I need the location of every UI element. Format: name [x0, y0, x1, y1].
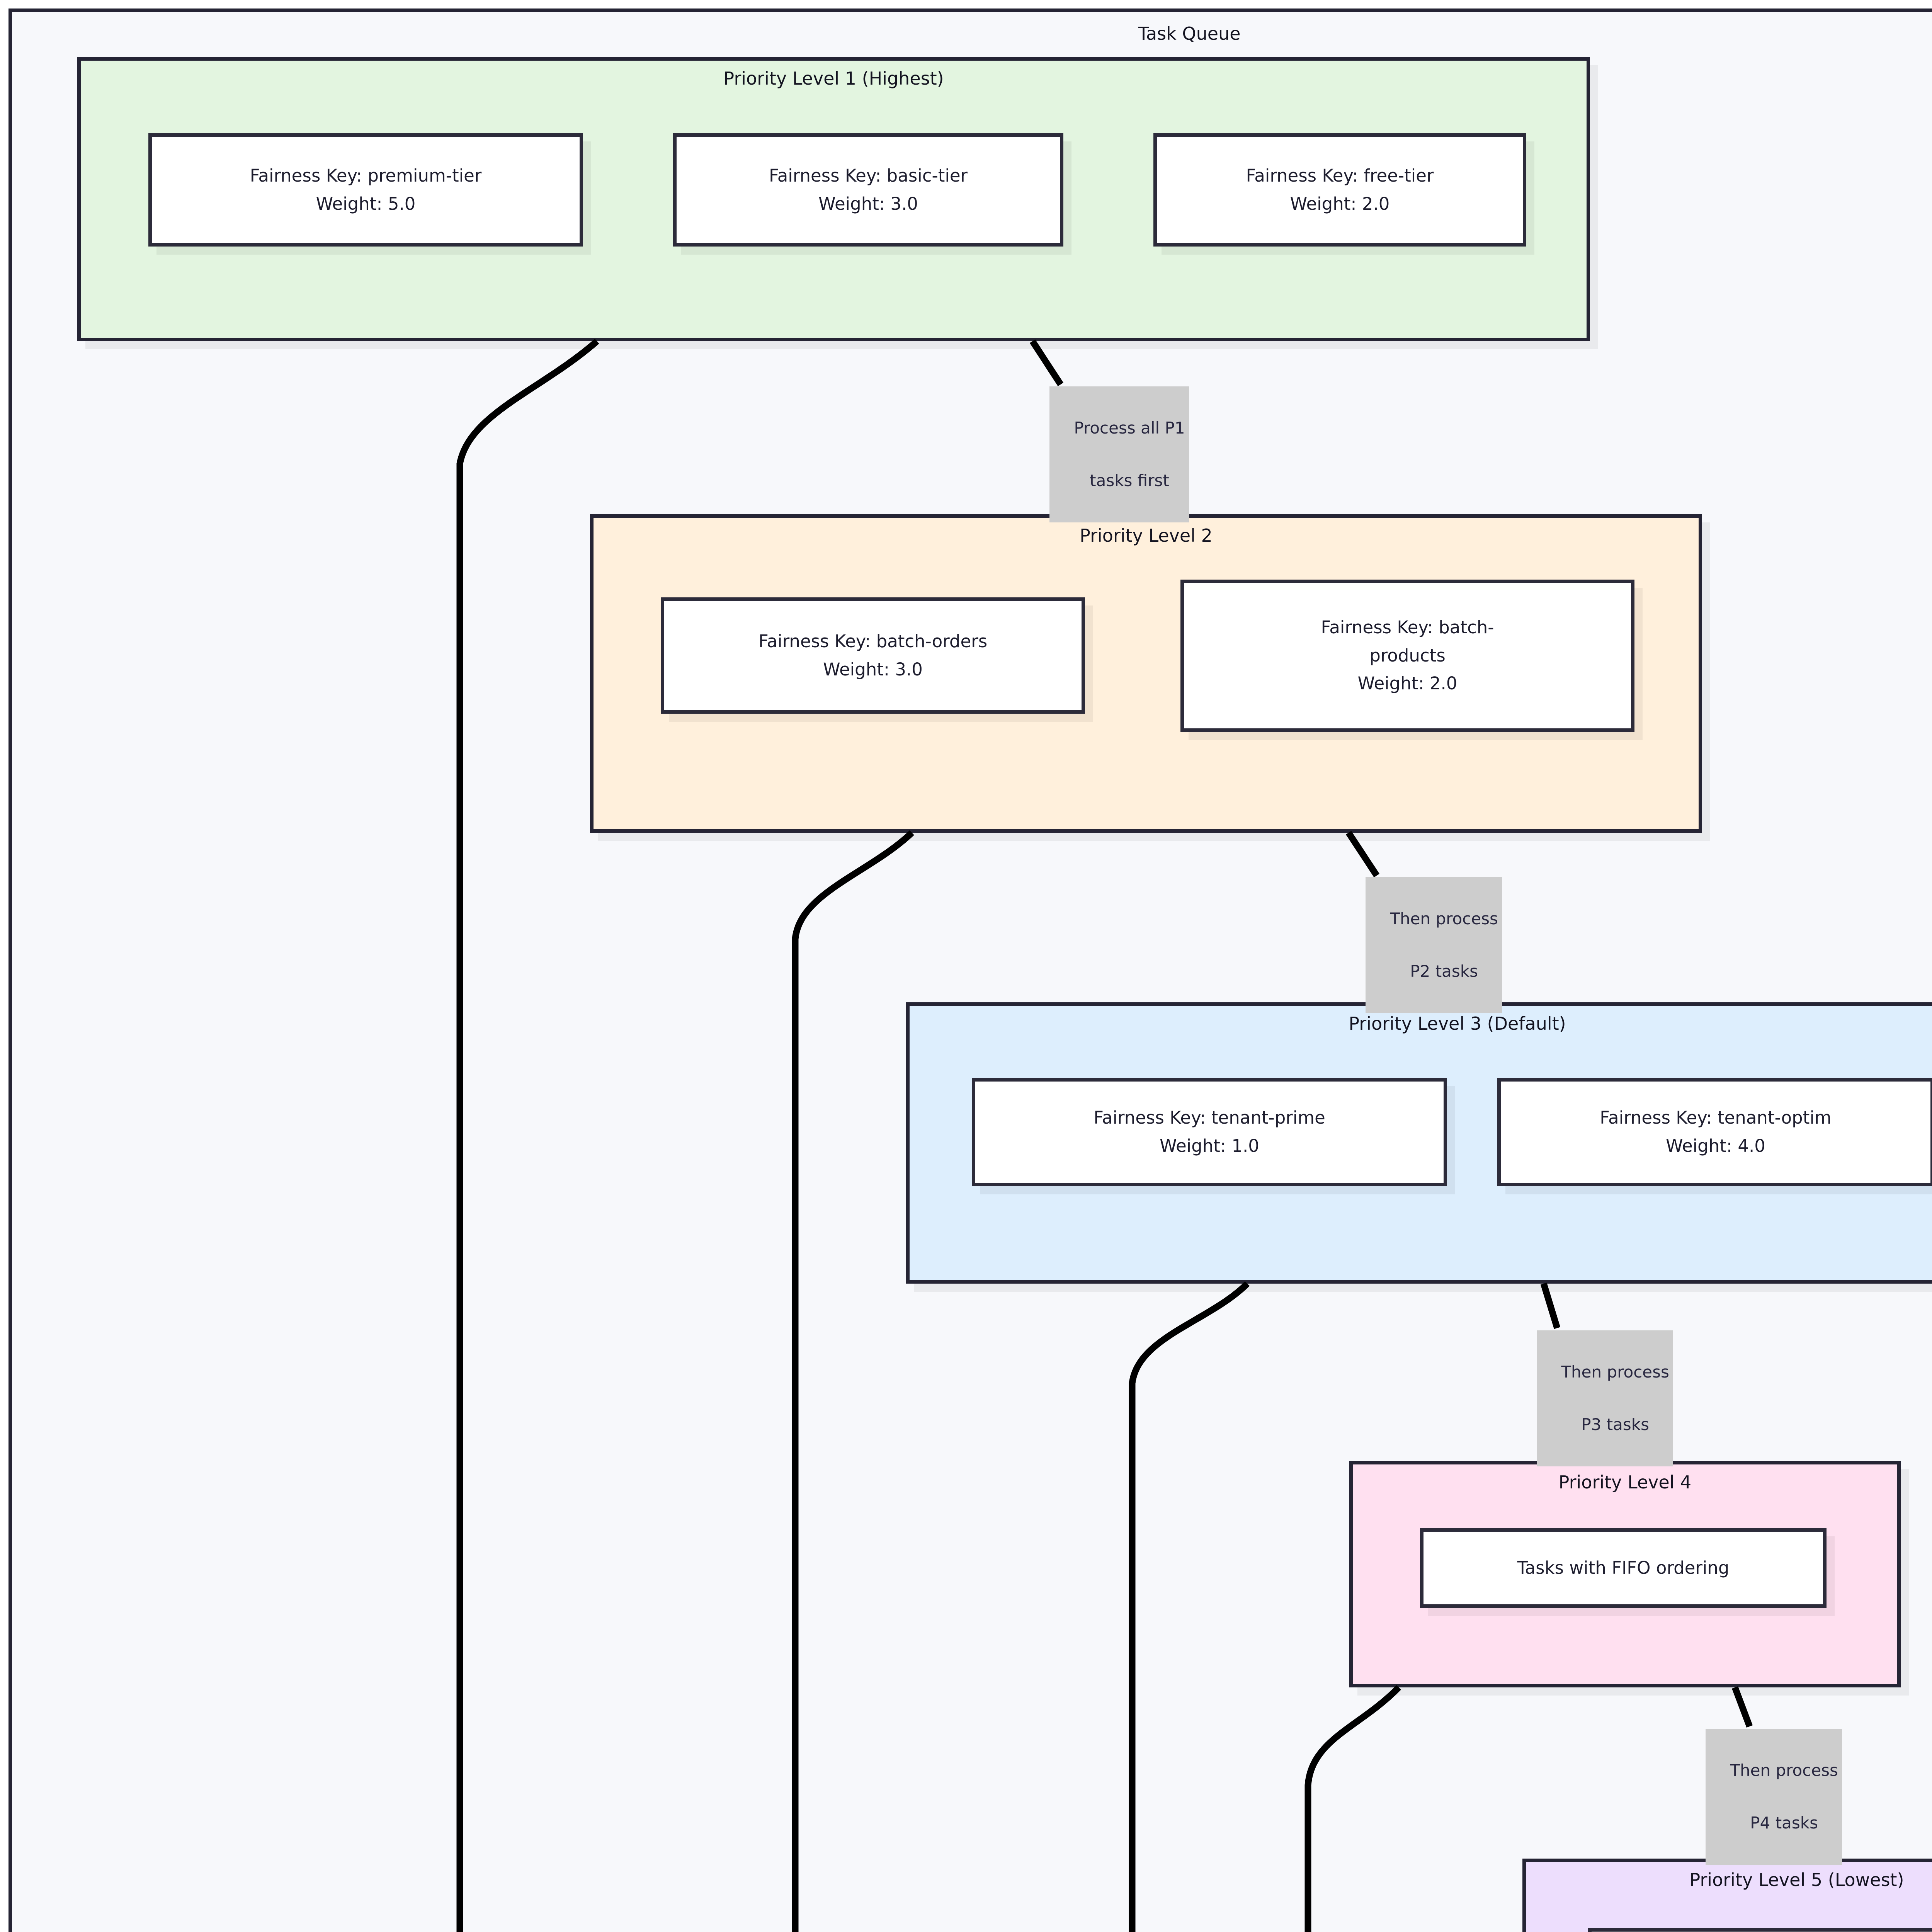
weight-label: Weight: 3.0	[823, 659, 923, 680]
fairness-key-basic-tier-node[interactable]: Fairness Key: basic-tier Weight: 3.0	[673, 133, 1063, 247]
edge-label-line-1: Then process	[1561, 1362, 1669, 1382]
edge-label-line-2: tasks first	[1090, 471, 1169, 490]
fairness-key-label: Fairness Key: batch-	[1321, 617, 1494, 638]
fairness-key-label-wrap: products	[1369, 645, 1446, 666]
edge-label-p1-to-p2: Process all P1 tasks first	[1049, 386, 1189, 523]
p4-fifo-tasks-node[interactable]: Tasks with FIFO ordering	[1420, 1528, 1827, 1608]
fairness-key-label: Fairness Key: tenant-prime	[1094, 1107, 1325, 1128]
weight-label: Weight: 4.0	[1666, 1136, 1765, 1156]
fifo-ordering-label: Tasks with FIFO ordering	[1517, 1557, 1730, 1578]
edge-label-line-1: Then process	[1390, 909, 1498, 929]
fairness-key-batch-products-node[interactable]: Fairness Key: batch- products Weight: 2.…	[1180, 580, 1634, 732]
weight-label: Weight: 3.0	[818, 193, 918, 214]
fairness-key-premium-tier-node[interactable]: Fairness Key: premium-tier Weight: 5.0	[148, 133, 583, 247]
weight-label: Weight: 2.0	[1357, 673, 1458, 694]
task-queue-title: Task Queue	[1138, 23, 1241, 44]
fairness-key-tenant-optim-node[interactable]: Fairness Key: tenant-optim Weight: 4.0	[1497, 1078, 1932, 1186]
fairness-key-free-tier-node[interactable]: Fairness Key: free-tier Weight: 2.0	[1153, 133, 1526, 247]
p5-fifo-tasks-node[interactable]: Tasks with FIFO ordering	[1588, 1928, 1932, 1932]
priority-level-5-title: Priority Level 5 (Lowest)	[1689, 1869, 1904, 1890]
priority-level-2-title: Priority Level 2	[1080, 525, 1213, 546]
edge-label-line-1: Process all P1	[1074, 418, 1185, 438]
fairness-key-batch-orders-node[interactable]: Fairness Key: batch-orders Weight: 3.0	[661, 597, 1085, 714]
edge-label-line-1: Then process	[1730, 1761, 1838, 1780]
priority-level-4-title: Priority Level 4	[1558, 1472, 1692, 1493]
fairness-key-label: Fairness Key: free-tier	[1246, 165, 1434, 186]
edge-label-p4-to-p5: Then process P4 tasks	[1706, 1729, 1842, 1865]
fairness-key-label: Fairness Key: premium-tier	[250, 165, 482, 186]
fairness-key-label: Fairness Key: basic-tier	[769, 165, 968, 186]
weight-label: Weight: 5.0	[316, 193, 416, 214]
edge-label-p3-to-p4: Then process P3 tasks	[1537, 1330, 1673, 1467]
weight-label: Weight: 1.0	[1160, 1136, 1259, 1156]
fairness-key-label: Fairness Key: batch-orders	[758, 631, 988, 651]
priority-level-1-title: Priority Level 1 (Highest)	[723, 68, 944, 89]
edge-label-p2-to-p3: Then process P2 tasks	[1366, 877, 1502, 1014]
weight-label: Weight: 2.0	[1290, 193, 1390, 214]
fairness-key-tenant-prime-node[interactable]: Fairness Key: tenant-prime Weight: 1.0	[972, 1078, 1447, 1186]
edge-label-line-2: P2 tasks	[1410, 962, 1478, 981]
edge-label-line-2: P3 tasks	[1581, 1415, 1649, 1434]
fairness-key-label: Fairness Key: tenant-optim	[1600, 1107, 1832, 1128]
priority-level-3-title: Priority Level 3 (Default)	[1349, 1013, 1566, 1034]
priority-level-5-cluster[interactable]: Priority Level 5 (Lowest)	[1522, 1859, 1932, 1932]
edge-label-line-2: P4 tasks	[1750, 1813, 1818, 1833]
